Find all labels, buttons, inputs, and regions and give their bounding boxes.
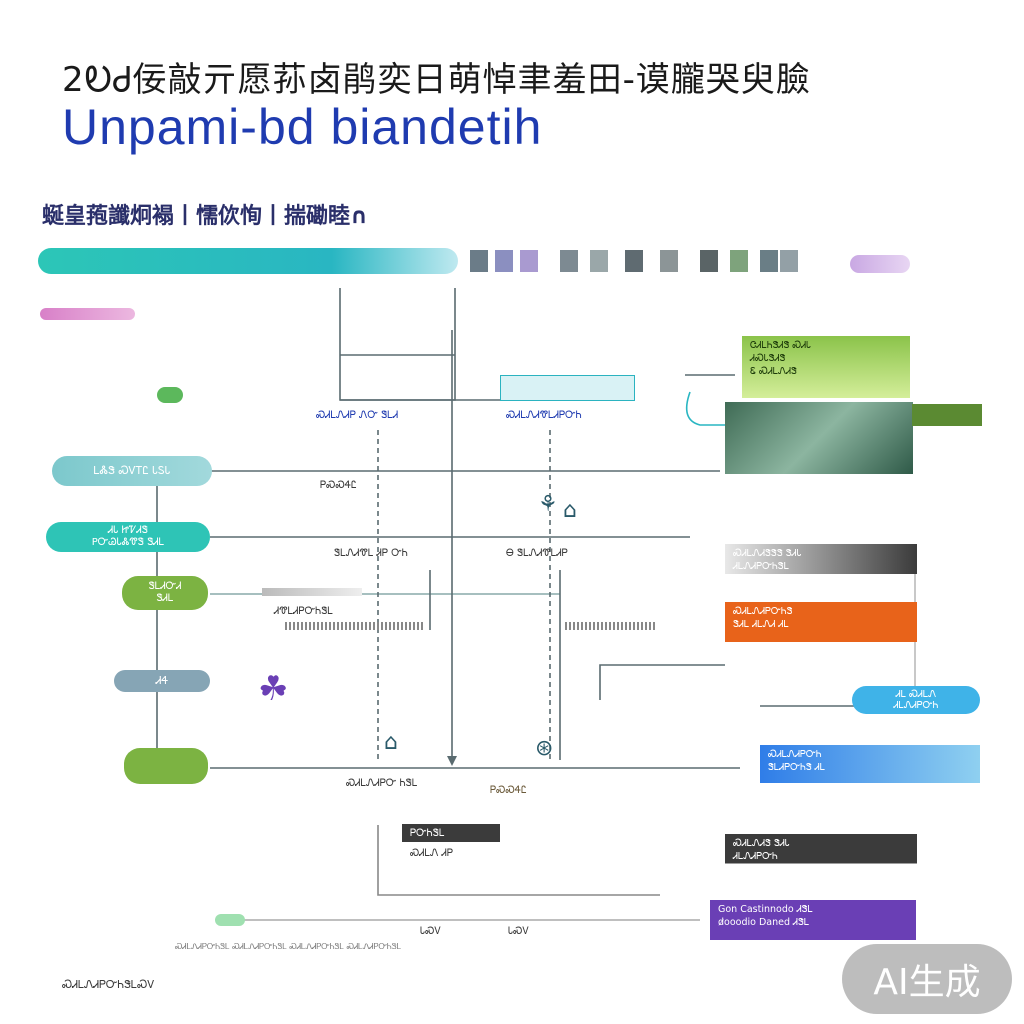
- right-node-1[interactable]: ᏣᏗᏞᏂᏕᏗᏕ ᏍᏗᏓ ᏗᏍᏓᏕᏗᏕ Ꮛ ᏍᏗᏞᏁᏗᏕ: [742, 336, 910, 398]
- mid-right-label: Ꮎ ᏕᏞᏁᏗᏡᏞᏗᏢ: [506, 548, 568, 559]
- tent-icon: ⌂: [563, 498, 577, 523]
- swatch-11: [780, 250, 798, 272]
- right-node-3[interactable]: ᏍᏗᏞᏁᏗᏢᏅᏂᏕ ᏕᏗᏞ ᏗᏞᏁᏗ ᏗᏞ: [725, 602, 917, 642]
- footer-label-b: ᏓᏍᏙ: [508, 926, 530, 937]
- hands-icon: ⚘: [538, 492, 558, 517]
- top-left-label: ᏍᏗᏞᏁᏗᏢ ᏁᏅ ᏕᏞᏗ: [316, 410, 399, 421]
- right-node-3-label: ᏍᏗᏞᏁᏗᏢᏅᏂᏕ ᏕᏗᏞ ᏗᏞᏁᏗ ᏗᏞ: [733, 606, 793, 630]
- left-node-1-label: ᏞᏜᏕ ᏍᏙᎢᏝ ᏓᏚᏓ: [93, 464, 171, 478]
- right-node-4-label: ᏗᏞ ᏍᏗᏞᏁ ᏗᏞᏁᏗᏢᏅᏂ: [893, 688, 939, 711]
- swatch-2: [495, 250, 513, 272]
- teal-label-box: [500, 375, 635, 401]
- top-right-label: ᏍᏗᏞᏁᏗᏡᏞᏗᏢᏅᏂ: [506, 410, 582, 421]
- row3-left-text: ᏗᏡᏞᏗᏢᏅᏂᏕᏞ: [274, 606, 334, 617]
- row5-mid-text: ᏢᏍᏍᏎᏝ: [490, 785, 527, 796]
- swatch-1: [470, 250, 488, 272]
- row2-left-text: ᏢᏍᏍᏎᏝ: [320, 480, 357, 491]
- green-mini-pill: [215, 914, 245, 926]
- swatch-10: [760, 250, 778, 272]
- swatch-6: [625, 250, 643, 272]
- lower-label: ᏍᏗᏞᏁ ᏗᏢ: [410, 848, 454, 859]
- purple-smear: [850, 255, 910, 273]
- right-node-1-label: ᏣᏗᏞᏂᏕᏗᏕ ᏍᏗᏓ ᏗᏍᏓᏕᏗᏕ Ꮛ ᏍᏗᏞᏁᏗᏕ: [750, 340, 812, 377]
- barcode-right: [565, 622, 655, 630]
- footer-label-a: ᏓᏍᏙ: [420, 926, 442, 937]
- right-node-5-label: ᏍᏗᏞᏁᏗᏢᏅᏂ ᏕᏞᏗᏢᏅᏂᏕ ᏗᏞ: [768, 749, 826, 773]
- left-node-1[interactable]: ᏞᏜᏕ ᏍᏙᎢᏝ ᏓᏚᏓ: [52, 456, 212, 486]
- city-photo: [725, 402, 913, 474]
- right-node-6-label: ᏍᏗᏞᏁᏗᏕ ᏕᏗᏓ ᏗᏞᏁᏗᏢᏅᏂ: [733, 838, 790, 862]
- left-node-2-label: ᏗᏓ ᏥᏤᏗᏕ PᏅᏊᏓᏜᏡᏕ ᏕᏗᏞ: [91, 525, 165, 548]
- swatch-5: [590, 250, 608, 272]
- mid-left-label: ᏕᏞᏁᏗᏡᏞ ᏗᏢ ᏅᏂ: [334, 548, 408, 559]
- house-icon: ⌂: [384, 730, 398, 755]
- right-node-4[interactable]: ᏗᏞ ᏍᏗᏞᏁ ᏗᏞᏁᏗᏢᏅᏂ: [852, 686, 980, 714]
- right-node-6[interactable]: ᏍᏗᏞᏁᏗᏕ ᏕᏗᏓ ᏗᏞᏁᏗᏢᏅᏂ: [725, 834, 917, 900]
- left-node-5[interactable]: [124, 748, 208, 784]
- right-node-2[interactable]: ᏍᏗᏞᏁᏗᏕᏕᏕ ᏕᏗᏓ ᏗᏞᏁᏗᏢᏅᏂᏕᏞ: [725, 544, 917, 574]
- swatch-3: [520, 250, 538, 272]
- diagram-title-cn: 2ᎧᏧ佞敲亓愿荪卤鹃奕日萌悼聿羞田-谟朧哭臾臉: [62, 60, 811, 100]
- swatch-9: [730, 250, 748, 272]
- lower-dark-box: ᏢᏅᏂᏕᏞ: [402, 824, 500, 842]
- right-node-5[interactable]: ᏍᏗᏞᏁᏗᏢᏅᏂ ᏕᏞᏗᏢᏅᏂᏕ ᏗᏞ: [760, 745, 980, 783]
- swatch-8: [700, 250, 718, 272]
- swatch-7: [660, 250, 678, 272]
- diagram-title-en: Unpami-bd biandetih: [62, 99, 543, 155]
- gray-smear: [262, 588, 362, 596]
- row4-left-text: ᏍᏗᏞᏁᏗᏢᏅ ᏂᏕᏞ: [346, 778, 418, 789]
- left-node-4[interactable]: ᏗᏎ: [114, 670, 210, 692]
- right-node-7-label: Gon Castinnodo ᏗᏕᏞ d̷ooodio Daned ᏗᏕᏞ: [718, 904, 813, 928]
- barcode-left: [285, 622, 425, 630]
- left-node-3-label: ᏕᏞᏗᏅᏗ ᏕᏗᏞ: [148, 581, 182, 604]
- globe-icon: ⊛: [535, 736, 554, 761]
- right-node-2-label: ᏍᏗᏞᏁᏗᏕᏕᏕ ᏕᏗᏓ ᏗᏞᏁᏗᏢᏅᏂᏕᏞ: [733, 548, 802, 572]
- green-tab: [912, 404, 982, 426]
- right-node-7[interactable]: Gon Castinnodo ᏗᏕᏞ d̷ooodio Daned ᏗᏕᏞ: [710, 900, 916, 940]
- ai-generated-badge: AI生成: [842, 944, 1012, 1014]
- top-teal-bar: [38, 248, 458, 274]
- magenta-bar: [40, 308, 135, 320]
- green-dot-node: [157, 387, 183, 403]
- people-icon: ☘: [258, 669, 289, 709]
- swatch-4: [560, 250, 578, 272]
- bottom-left-text: ᏍᏗᏞᏁᏗᏢᏅᏂᏕᏞᏍᏙ: [62, 978, 155, 991]
- left-node-3[interactable]: ᏕᏞᏗᏅᏗ ᏕᏗᏞ: [122, 576, 208, 610]
- left-node-2[interactable]: ᏗᏓ ᏥᏤᏗᏕ PᏅᏊᏓᏜᏡᏕ ᏕᏗᏞ: [46, 522, 210, 552]
- diagram-subtitle: 蜒皇菢讖炯褟丨懦佽恂丨揣磡睦∩: [42, 204, 368, 229]
- footnote-text: ᏍᏗᏞᏁᏗᏢᏅᏂᏕᏞ ᏍᏗᏞᏁᏗᏢᏅᏂᏕᏞ ᏍᏗᏞᏁᏗᏢᏅᏂᏕᏞ ᏍᏗᏞᏁᏗᏢᏅ…: [175, 942, 402, 951]
- left-node-4-label: ᏗᏎ: [155, 674, 169, 688]
